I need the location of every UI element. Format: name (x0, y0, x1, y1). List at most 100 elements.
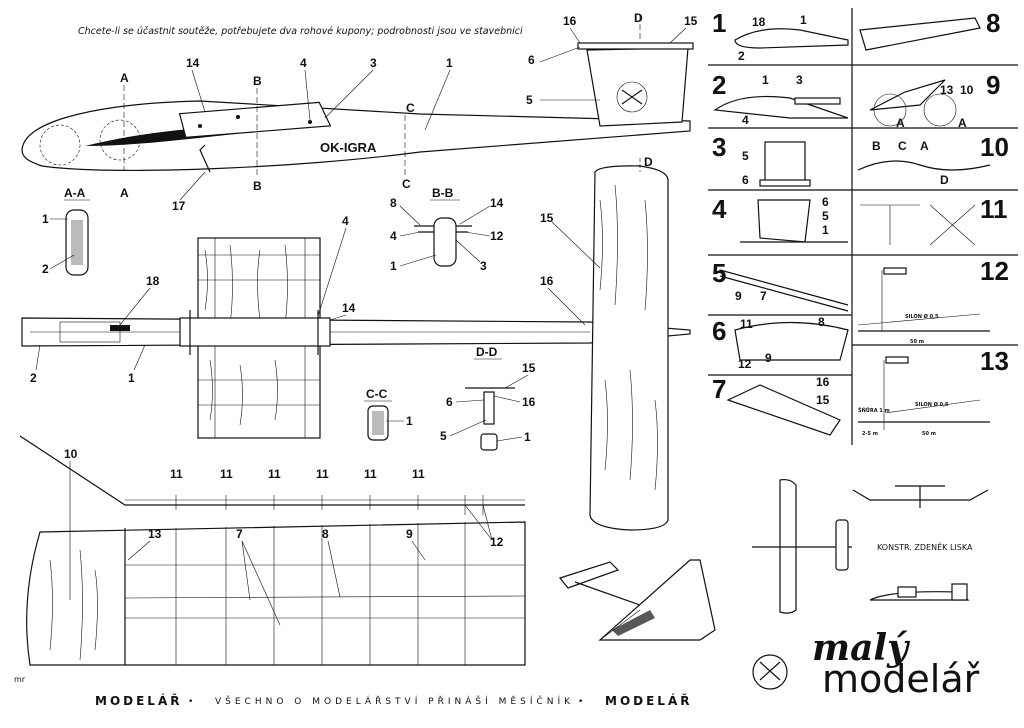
callout-label: 15 (522, 361, 536, 375)
callout-label: 5 (742, 149, 749, 163)
side-view-fin (577, 42, 694, 127)
callout-label: 15 (540, 211, 554, 225)
designer-credit: KONSTR. ZDENĚK LISKA (877, 541, 973, 552)
section-marks-side: AA BB CC D (120, 11, 643, 200)
callout-label: 9 (986, 70, 1000, 100)
callout-label: 11 (412, 467, 425, 481)
callout-label: 7 (712, 374, 726, 404)
detail-number: 1 (712, 8, 726, 38)
callout-label: 5 (712, 258, 726, 288)
three-view-front (852, 485, 989, 508)
callout-label: 8 (390, 196, 397, 210)
callout-label: 2 (738, 49, 745, 63)
callout-label: 14 (490, 196, 504, 210)
wing-front-view: 11 11 11 11 11 11 (19, 435, 525, 515)
callout-label: 6 (742, 173, 749, 187)
callout-label: • (188, 697, 197, 707)
callout-label: B (872, 139, 881, 153)
callout-label: A (120, 71, 129, 85)
callout-label: ŠŇŮRA 1 m (858, 406, 890, 414)
callout-label: MODELÁŘ (605, 693, 692, 708)
callout-label: 2 (712, 70, 726, 100)
callout-label: 12 (738, 357, 752, 371)
top-view-fuselage (21, 310, 691, 355)
callout-label: 8 (818, 315, 825, 329)
callout-label: 13 (980, 346, 1009, 376)
callout-label: 18 (146, 274, 160, 288)
callout-label: B (253, 74, 262, 88)
callout-label: 10 (980, 132, 1009, 162)
callout-label: SILON Ø 0,5 (905, 313, 939, 320)
callout-label: 12 (490, 229, 504, 243)
logo-maly: malý (812, 627, 910, 669)
section-c-c: C-C 1 (364, 387, 413, 441)
callout-label: A-A (64, 186, 86, 200)
callout-label: 1 (822, 223, 829, 237)
callout-label: 15 (684, 14, 698, 28)
launch-diagram-12: SILON Ø 0,5 50 m (857, 267, 990, 345)
callout-label: 50 m (922, 431, 936, 437)
callout-label: 5 (440, 429, 447, 443)
callout-label: C (898, 139, 907, 153)
callout-label: 4 (390, 229, 397, 243)
callout-label: 6 (528, 53, 535, 67)
section-b-b: B-B 8 4 1 14 12 3 (390, 186, 504, 273)
callout-label: 3 (796, 73, 803, 87)
callout-label: B-B (432, 186, 454, 200)
callout-label: 1 (406, 414, 413, 428)
top-view-callouts: 18 4 14 15 16 2 1 (30, 211, 601, 385)
callout-label: • (578, 697, 587, 707)
callout-label: 11 (364, 467, 377, 481)
callout-label: 6 (822, 195, 829, 209)
corner-mark: mr (14, 675, 26, 684)
callout-label: D (644, 155, 653, 169)
callout-label: D-D (476, 345, 498, 359)
callout-label: C (406, 101, 415, 115)
callout-label: A (920, 139, 929, 153)
callout-label: 11 (740, 317, 753, 331)
callout-label: A (896, 116, 905, 130)
callout-label: C-C (366, 387, 388, 401)
callout-label: 1 (524, 430, 531, 444)
registration-mark: OK-IGRA (320, 140, 377, 155)
callout-label: 1 (800, 13, 807, 27)
callout-label: 8 (322, 527, 329, 541)
callout-label: 5 (822, 209, 829, 223)
callout-label: 6 (712, 316, 726, 346)
callout-label: 1 (128, 371, 135, 385)
top-view-stabilizer: D (589, 155, 669, 531)
callout-label: A (120, 186, 129, 200)
callout-label: 18 (752, 15, 766, 29)
callout-label: 11 (170, 467, 183, 481)
callout-label: 15 (816, 393, 830, 407)
callout-label: 3 (370, 56, 377, 70)
callout-label: 13 (148, 527, 162, 541)
callout-label: 9 (406, 527, 413, 541)
callout-label: 3 (480, 259, 487, 273)
launch-diagram-13: ŠŇŮRA 1 m SILON Ø 0,5 2-5 m 50 m (858, 356, 990, 437)
callout-label: C (402, 177, 411, 191)
section-a-a: A-A 1 2 (42, 186, 90, 276)
callout-label: 8 (986, 8, 1000, 38)
callout-label: 1 (762, 73, 769, 87)
callout-label: 4 (300, 56, 307, 70)
callout-label: 6 (446, 395, 453, 409)
three-view-top (752, 478, 852, 614)
wing-plan-view: 10 13 7 8 9 12 (26, 447, 526, 666)
callout-label: 16 (816, 375, 830, 389)
callout-label: D (634, 11, 643, 25)
callout-label: 16 (540, 274, 554, 288)
callout-label: 11 (316, 467, 329, 481)
callout-label: 11 (980, 194, 1008, 224)
callout-label: 3 (712, 132, 726, 162)
callout-label: 10 (960, 83, 974, 97)
section-d-d: D-D 15 6 16 5 1 (440, 345, 536, 451)
callout-label: 16 (563, 14, 577, 28)
callout-label: 1 (42, 212, 49, 226)
callout-label: 4 (342, 214, 349, 228)
callout-label: 11 (220, 467, 233, 481)
callout-label: 14 (342, 301, 356, 315)
igra-seal-logo (752, 654, 788, 690)
